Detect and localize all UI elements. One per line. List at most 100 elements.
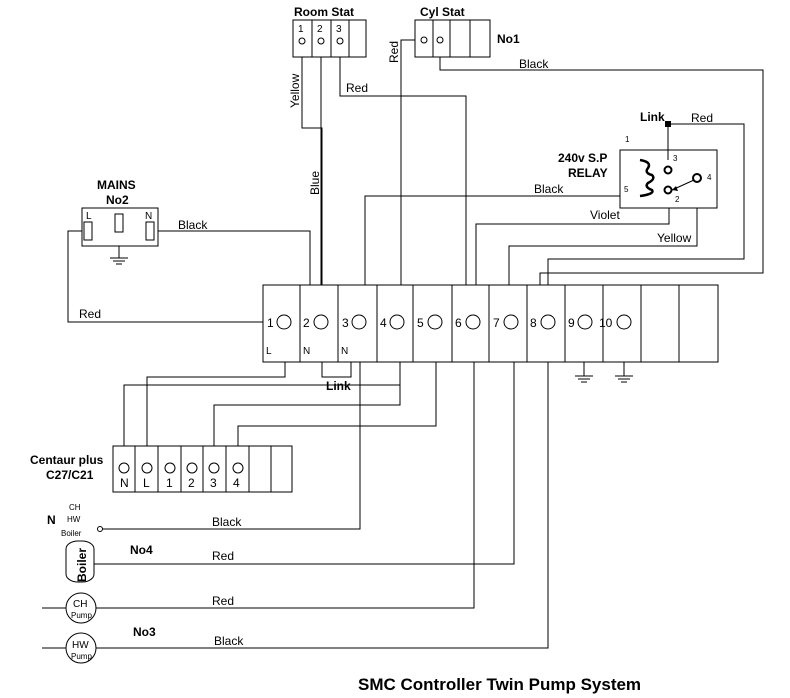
relay-pin-3: 3: [673, 154, 678, 163]
terminal-screw: [503, 314, 519, 330]
wire-label-black: Black: [212, 515, 242, 529]
terminal-screw: [208, 462, 220, 474]
boiler-tag: No4: [130, 543, 153, 557]
coil-icon: [639, 158, 655, 198]
room-stat-terminal-2: 2: [317, 24, 323, 35]
mains-label: MAINS: [97, 178, 136, 192]
hw-pump-tag: No3: [133, 625, 156, 639]
wire-label-red: Red: [212, 549, 234, 563]
pump-icon: [65, 632, 97, 664]
relay-link-label: Link: [640, 110, 665, 124]
room-stat-terminal-1: 1: [298, 24, 304, 35]
wire-relay-link-red: [547, 123, 745, 286]
ctrl-sub-label-n: N: [303, 346, 310, 357]
ctrl-terminal-9: 9: [568, 316, 575, 330]
mains-tag: No2: [106, 193, 129, 207]
ctrl-terminal-10: 10: [599, 316, 613, 330]
terminal-screw: [351, 314, 367, 330]
terminal-screw: [465, 314, 481, 330]
ctrl-terminal-5: 5: [417, 316, 424, 330]
earth-icon: [110, 257, 128, 265]
wire-label-red: Red: [346, 81, 368, 95]
mains-terminal-n: N: [145, 211, 152, 222]
cyl-stat: Cyl Stat No1: [414, 5, 520, 58]
ctrl-terminal-3: 3: [342, 316, 349, 330]
terminal-screw: [313, 314, 329, 330]
ctrl-terminal-7: 7: [493, 316, 500, 330]
ctrl-terminal-1: 1: [267, 316, 274, 330]
earth-icon: [615, 375, 633, 383]
wire-ctrl8-hwpump-black: [94, 334, 549, 649]
wire-label-black: Black: [214, 634, 244, 648]
centaur: Centaur plus C27/C21 N L 1 2 3 4: [30, 445, 293, 493]
terminal-screw: [616, 314, 632, 330]
centaur-terminal-2: 2: [188, 476, 195, 490]
diagram-title: SMC Controller Twin Pump System: [358, 675, 641, 694]
terminal-screw: [540, 314, 556, 330]
terminal-block: [83, 221, 93, 241]
wire-roomstat-1-yellow: [301, 40, 323, 286]
relay-label-line2: RELAY: [568, 166, 608, 180]
mains: MAINS No2 L N: [81, 178, 159, 247]
wire-label-violet: Violet: [590, 208, 620, 222]
mains-terminal-l: L: [86, 211, 92, 222]
wire-ctrl6-chpump-red: [94, 334, 475, 609]
wire-label-black: Black: [534, 182, 564, 196]
terminal-screw: [389, 314, 405, 330]
wire-label-red: Red: [387, 41, 401, 63]
hw-pump: HW Pump No3: [65, 625, 156, 664]
wire-relay-violet: [475, 198, 670, 286]
wire-label-red: Red: [212, 594, 234, 608]
boiler-icon: [65, 540, 95, 583]
pump-icon: [65, 592, 97, 624]
ctrl-link-label: Link: [326, 379, 351, 393]
ch-pump-top: CH: [73, 599, 87, 610]
terminal-screw: [186, 462, 198, 474]
terminal-block: [114, 213, 124, 233]
wire-relay-black: [364, 195, 640, 286]
terminal-screw: [232, 462, 244, 474]
terminal-screw: [141, 462, 153, 474]
wire-mains-black: [150, 230, 311, 286]
ctrl-sub-label-n: N: [341, 346, 348, 357]
centaur-terminal-n: N: [120, 476, 129, 490]
relay-pin-1: 1: [625, 135, 630, 144]
ch-pump-bottom: Pump: [71, 611, 92, 620]
relay-pin-4: 4: [707, 173, 712, 182]
centaur-terminal-l: L: [143, 476, 150, 490]
wire-label-yellow: Yellow: [657, 231, 692, 245]
centaur-terminal-4: 4: [233, 476, 240, 490]
ctrl-terminal-8: 8: [530, 316, 537, 330]
ctrl-terminal-4: 4: [380, 316, 387, 330]
centaur-terminal-3: 3: [210, 476, 217, 490]
terminal-screw: [317, 37, 325, 45]
ctrl-terminal-2: 2: [303, 316, 310, 330]
terminal-screw: [336, 37, 344, 45]
wire-labels: Yellow Blue Red Red Black Red Black Viol…: [79, 41, 713, 648]
relay-label-line1: 240v S.P: [558, 151, 607, 165]
cyl-stat-label: Cyl Stat: [420, 5, 465, 19]
boiler-body-label: Boiler: [75, 548, 89, 582]
wire-cylstat-red: [400, 39, 424, 286]
ctrl-sub-label-l: L: [266, 346, 272, 357]
room-stat: Room Stat 1 2 3: [292, 5, 367, 58]
centaur-label-line1: Centaur plus: [30, 453, 104, 467]
room-stat-label: Room Stat: [294, 5, 354, 19]
cyl-stat-tag: No1: [497, 32, 520, 46]
earth-icon: [575, 375, 593, 383]
terminal-block: [145, 221, 155, 241]
wire-label-black: Black: [178, 218, 208, 232]
wire-roomstat-3-red: [339, 40, 467, 286]
boiler-label: Boiler: [61, 529, 82, 538]
wire-label-black: Black: [519, 57, 549, 71]
wire-ctrl3-boiler-black: [101, 334, 361, 530]
wire-label-yellow: Yellow: [288, 73, 302, 108]
terminal-screw: [577, 314, 593, 330]
terminal-screw: [118, 462, 130, 474]
terminal-screw: [164, 462, 176, 474]
terminal-screw: [427, 314, 443, 330]
relay-pin-2: 2: [675, 195, 680, 204]
wire-ctrl-centaur-3: [213, 385, 401, 462]
wire-cylstat-black: [439, 40, 764, 286]
